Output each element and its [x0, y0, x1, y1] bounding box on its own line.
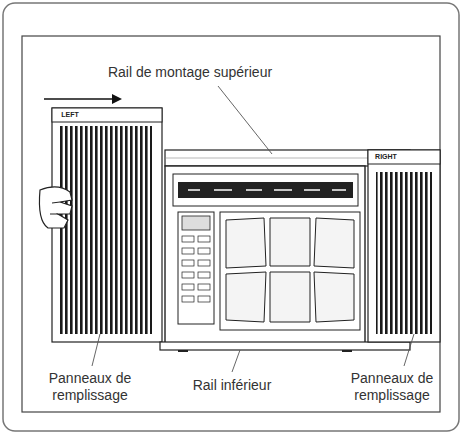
- slide-arrow: [44, 94, 122, 104]
- leader-lines: [92, 86, 414, 372]
- part-label: Panneaux de remplissage: [30, 370, 150, 404]
- panel-tag: LEFT: [55, 111, 85, 119]
- left-filler-panel: [52, 108, 162, 342]
- panel-tag: RIGHT: [369, 153, 403, 161]
- window-frame: [22, 36, 440, 412]
- part-label: Rail inférieur: [172, 377, 292, 394]
- frame: [3, 3, 459, 431]
- bottom-rail: [160, 342, 410, 350]
- hand: [39, 187, 72, 228]
- ac-unit: [165, 166, 365, 352]
- right-filler-panel: [368, 150, 440, 342]
- part-label: Rail de montage supérieur: [60, 64, 320, 81]
- part-label: Panneaux de remplissage: [332, 370, 452, 404]
